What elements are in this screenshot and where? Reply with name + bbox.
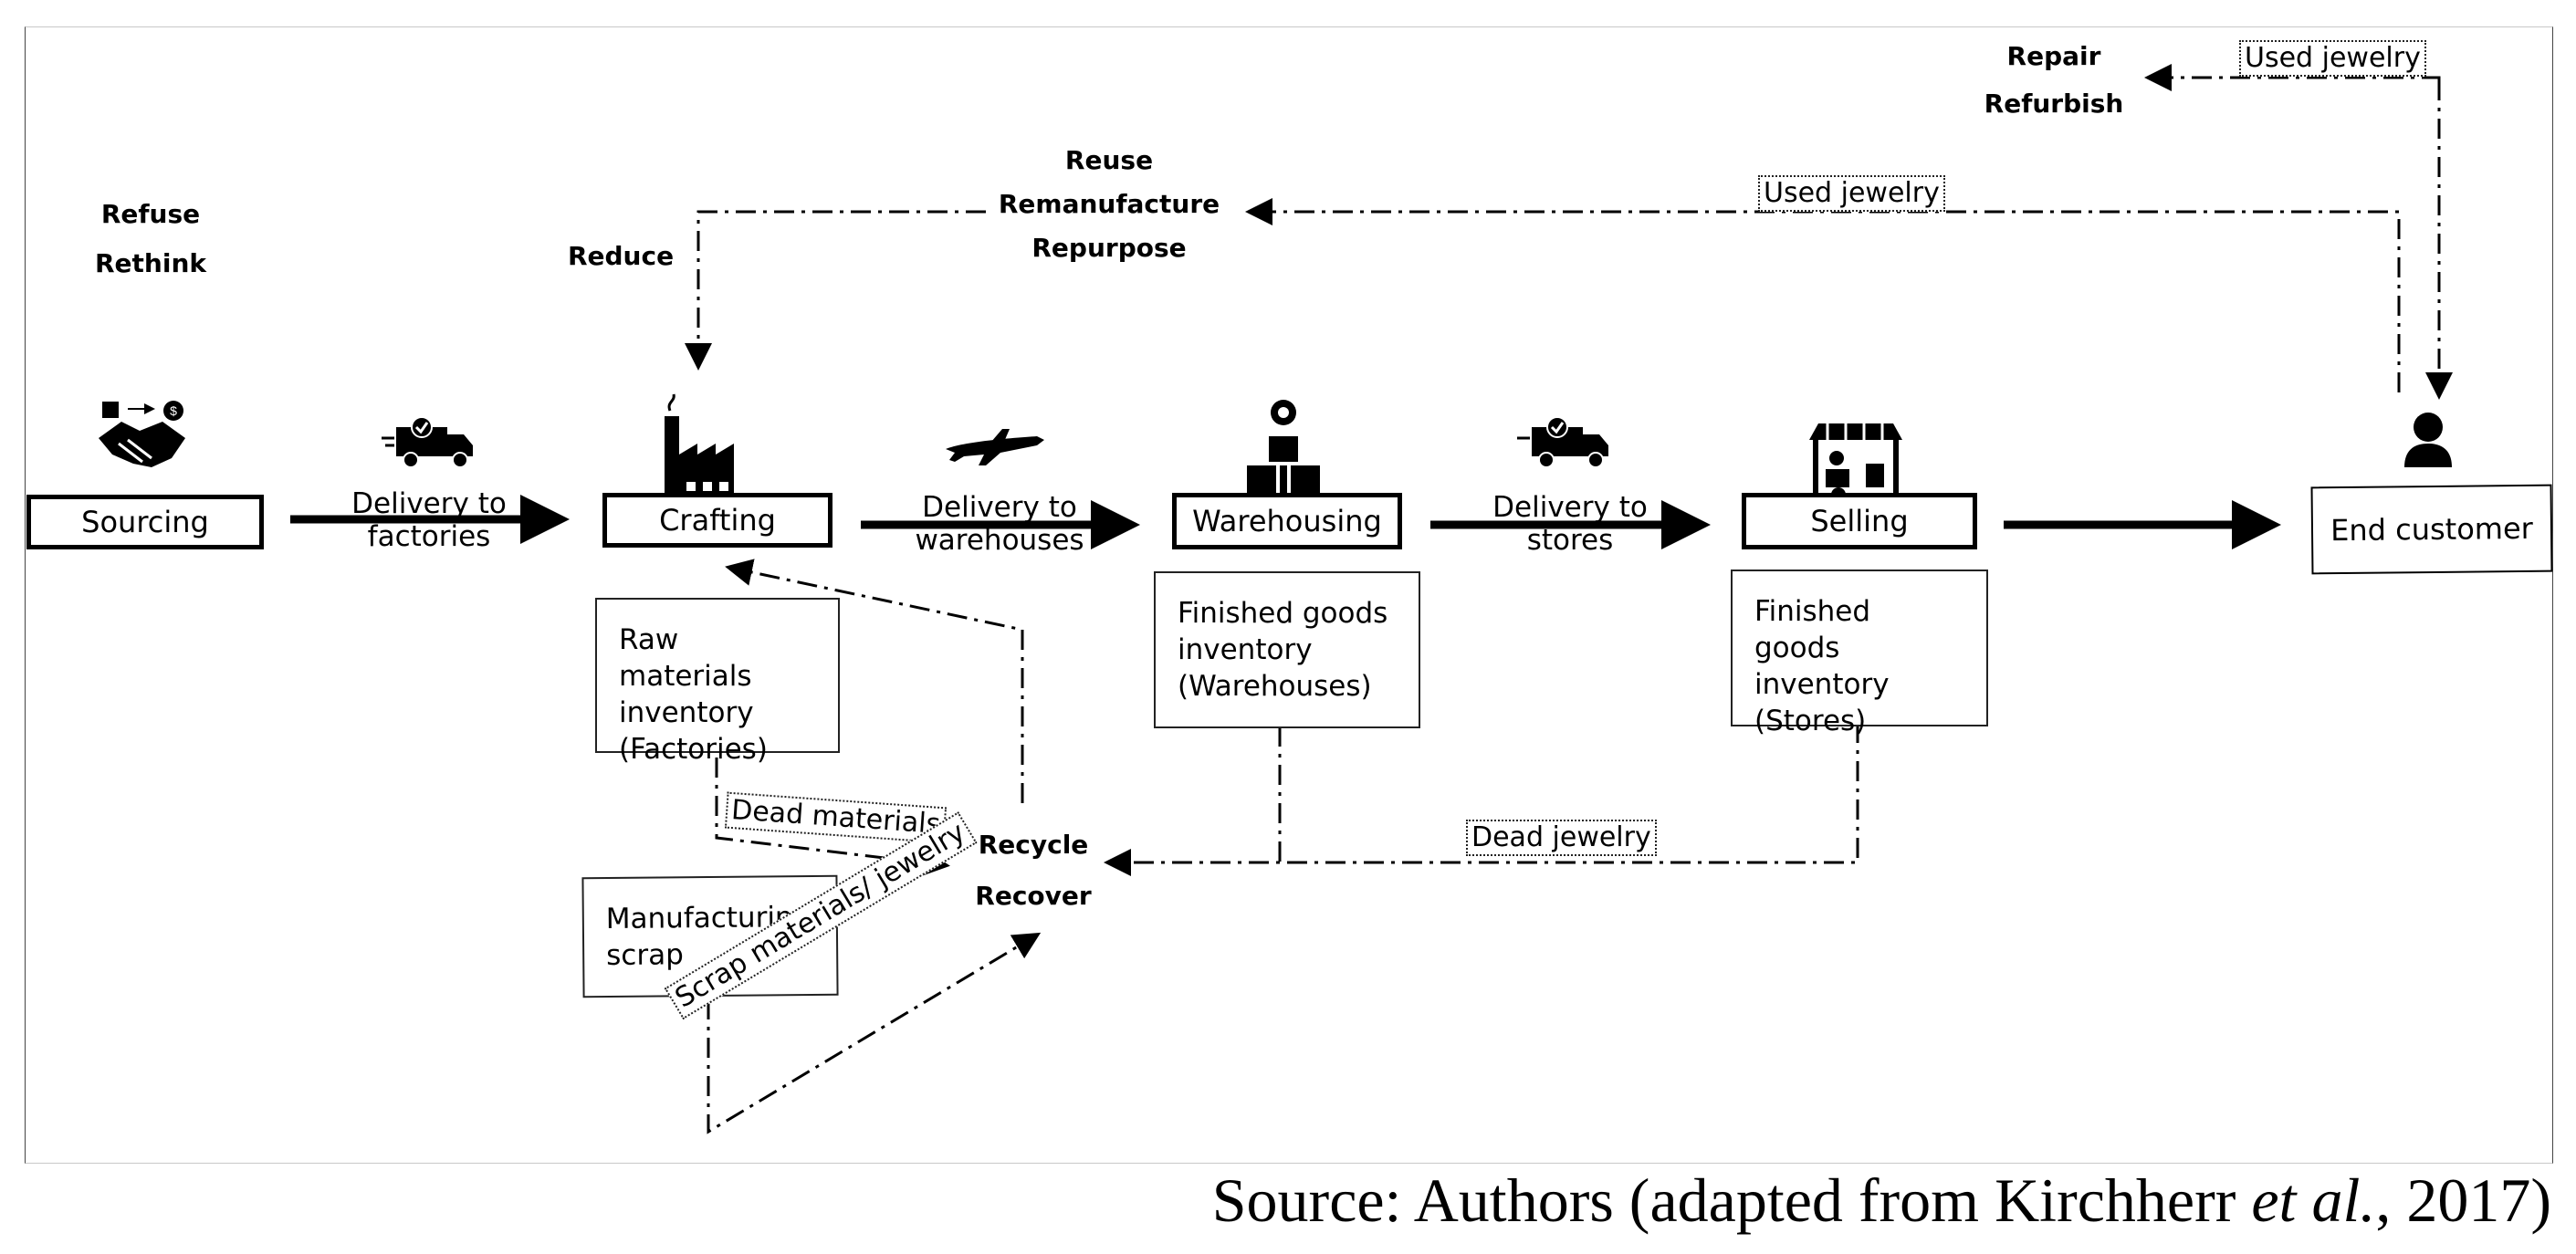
source-caption: Source: Authors (adapted from Kirchherr … [1091, 1159, 2551, 1241]
source-italic: et al. [2251, 1165, 2376, 1235]
flow-dead-materials [715, 758, 950, 877]
used-jewelry-mid-label: Used jewelry [1758, 175, 1945, 212]
repair-group-label: Repair Refurbish [1984, 41, 2124, 119]
svg-text:$: $ [170, 403, 177, 418]
stage-selling: Selling [1742, 493, 1977, 549]
dead-jewelry-label: Dead jewelry [1466, 820, 1657, 856]
reuse-group-label: Reuse Remanufacture Repurpose [998, 145, 1220, 263]
stage-sourcing-label: Sourcing [81, 505, 209, 539]
loop-reduce [685, 210, 986, 371]
reverse-loops [685, 64, 2453, 1134]
loop-repair [2144, 64, 2441, 91]
delivery-to-warehouses-label: Delivery to warehouses [915, 491, 1084, 557]
stage-selling-label: Selling [1810, 504, 1909, 538]
delivery-to-factories-label: Delivery to factories [351, 487, 507, 553]
flow-scrap [707, 932, 1042, 1134]
stage-end-customer: End customer [2310, 484, 2553, 575]
finished-goods-stores: Finished goods inventory (Stores) [1731, 570, 1988, 737]
delivery-truck-icon [382, 416, 473, 468]
raw-materials-inventory: Raw materials inventory (Factories) [595, 598, 840, 766]
source-prefix: Source: Authors (adapted from Kirchherr [1211, 1165, 2252, 1235]
stage-warehousing: Warehousing [1172, 493, 1402, 549]
finished-goods-warehouses: Finished goods inventory (Warehouses) [1154, 571, 1420, 728]
loop-reuse [1245, 198, 2401, 392]
main-flow-arrows [290, 495, 2281, 549]
refuse-rethink-label: Refuse Rethink [94, 199, 207, 278]
reduce-label: Reduce [567, 241, 675, 271]
delivery-truck-icon [1517, 416, 1608, 468]
flow-dead-jewelry [1104, 723, 1859, 876]
loop-recycle-crafting [725, 559, 1024, 803]
recycle-group-label: Recycle Recover [975, 830, 1092, 911]
factory-icon [665, 393, 734, 504]
warehouse-boxes-icon [1247, 400, 1320, 493]
used-jewelry-top-label: Used jewelry [2239, 40, 2426, 77]
market-stall-icon [1809, 423, 1902, 503]
person-icon [2404, 413, 2452, 467]
stage-warehousing-label: Warehousing [1192, 504, 1382, 538]
stage-crafting-label: Crafting [659, 503, 776, 538]
delivery-to-stores-label: Delivery to stores [1492, 491, 1648, 557]
airplane-icon [946, 429, 1044, 465]
stage-crafting: Crafting [602, 493, 832, 548]
handshake-trade-icon: $ [99, 401, 185, 467]
source-suffix: , 2017) [2375, 1165, 2551, 1235]
diagram-frame [25, 26, 2553, 1164]
stage-end-customer-label: End customer [2330, 510, 2534, 549]
stage-sourcing: Sourcing [26, 495, 264, 549]
